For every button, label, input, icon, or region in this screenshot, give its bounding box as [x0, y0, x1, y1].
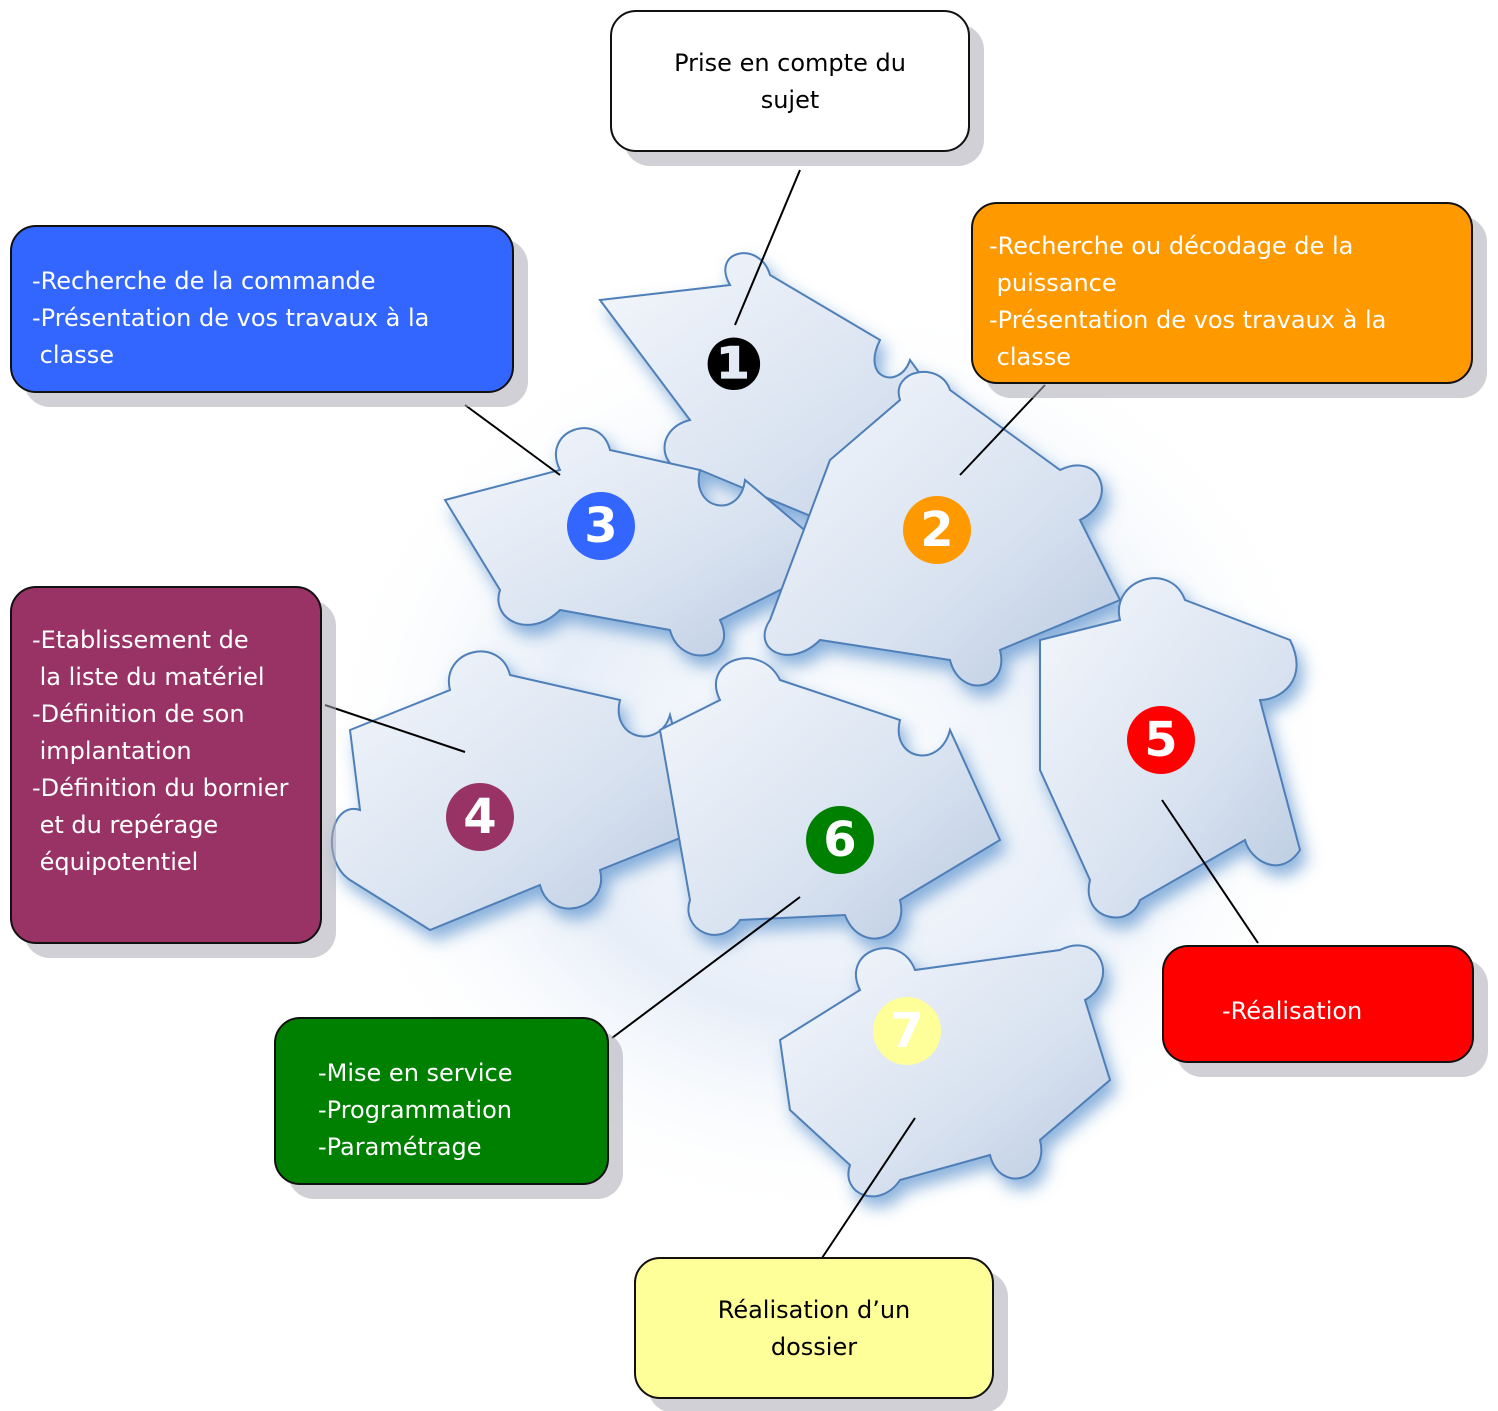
connector-5	[1161, 799, 1259, 944]
connector-2	[959, 384, 1046, 476]
step-7-number: 7	[873, 997, 941, 1065]
step-6-text: -Programmation	[318, 1096, 512, 1124]
step-7-box: Réalisation d’un dossier	[634, 1257, 994, 1399]
step-7-text: Réalisation d’un	[717, 1296, 911, 1324]
step-2-box: -Recherche ou décodage de la puissance -…	[971, 202, 1473, 384]
step-3-text: -Recherche de la commande	[32, 267, 376, 295]
step-4-text: la liste du matériel	[32, 663, 265, 691]
connector-7	[821, 1117, 916, 1259]
connector-4	[324, 704, 466, 753]
step-4-text: et du repérage	[32, 811, 219, 839]
step-5-number: 5	[1127, 706, 1195, 774]
step-2-text: -Recherche ou décodage de la	[989, 232, 1354, 260]
step-1-text: sujet	[760, 86, 820, 114]
step-1-number: ❶	[703, 322, 765, 406]
step-3-number: 3	[567, 492, 635, 560]
step-4-text: -Définition du bornier	[32, 774, 289, 802]
step-2-number: 2	[903, 496, 971, 564]
step-3-box: -Recherche de la commande -Présentation …	[10, 225, 514, 393]
step-3-text: -Présentation de vos travaux à la	[32, 304, 430, 332]
connector-6	[611, 896, 801, 1039]
puzzle-piece-4	[330, 650, 702, 932]
step-5-text: -Réalisation	[1222, 997, 1363, 1025]
step-4-text: implantation	[32, 737, 192, 765]
step-2-text: puissance	[989, 269, 1117, 297]
connector-3	[464, 404, 561, 476]
puzzle-piece-6	[658, 657, 1002, 940]
puzzle-piece-7	[778, 944, 1112, 1198]
puzzle-piece-3	[443, 427, 842, 657]
step-6-text: -Paramétrage	[318, 1133, 482, 1161]
step-6-number: 6	[806, 806, 874, 874]
step-5-box: -Réalisation	[1162, 945, 1474, 1063]
step-4-text: équipotentiel	[32, 848, 199, 876]
step-6-box: -Mise en service -Programmation -Paramét…	[274, 1017, 609, 1185]
step-1-text: Prise en compte du	[674, 49, 906, 77]
step-2-text: -Présentation de vos travaux à la	[989, 306, 1387, 334]
step-4-number: 4	[446, 783, 514, 851]
step-7-text: dossier	[770, 1333, 858, 1361]
step-3-text: classe	[32, 341, 114, 369]
step-4-text: -Définition de son	[32, 700, 245, 728]
step-4-text: -Etablissement de	[32, 626, 249, 654]
connector-1	[734, 169, 801, 326]
step-4-box: -Etablissement de la liste du matériel -…	[10, 586, 322, 944]
step-1-box: Prise en compte du sujet	[610, 10, 970, 152]
step-6-text: -Mise en service	[318, 1059, 513, 1087]
step-2-text: classe	[989, 343, 1071, 371]
